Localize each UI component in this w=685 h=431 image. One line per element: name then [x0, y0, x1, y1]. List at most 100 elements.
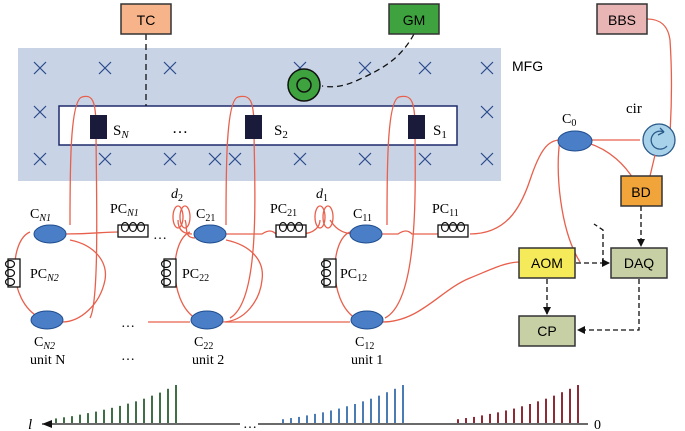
pc-11-label: PC11 [432, 202, 459, 219]
unit-n-label: unit N [30, 353, 65, 368]
bbs-box [596, 3, 648, 35]
field-cross [480, 105, 494, 119]
daq-to-cp [577, 279, 640, 334]
coupler-22-label: C22 [194, 335, 213, 352]
bd-label: BD [631, 184, 650, 200]
coupler-11-label: C11 [353, 207, 372, 224]
pc-coil-loop [448, 221, 458, 233]
couplers [30, 130, 593, 330]
coupler-12-label: C12 [355, 335, 374, 352]
coupler-n2-label: CN2 [34, 335, 55, 352]
pc-coil-loop [320, 277, 332, 287]
cp-label: CP [537, 323, 556, 339]
pc-coil-loop [294, 221, 304, 233]
pc-coil-loop [120, 221, 130, 233]
fiber-lower-2-right [221, 239, 263, 323]
cp-box [518, 315, 576, 347]
unit-1-label: unit 1 [351, 353, 383, 368]
coupler-n1-label: CN1 [30, 207, 51, 224]
unit-ellipsis: … [121, 349, 135, 364]
field-cross [98, 152, 112, 166]
pc-n1-label: PCN1 [110, 202, 139, 219]
fiber-loop-1 [384, 95, 416, 319]
delay-d2-label: d2 [171, 187, 183, 204]
signal-links [543, 206, 645, 334]
axis-ellipsis: … [243, 417, 257, 431]
field-cross [418, 152, 432, 166]
delay-coils [172, 205, 334, 229]
fiber-lower-1-to-aom [381, 261, 521, 323]
pulse-trains [55, 385, 579, 423]
bbs-label: BBS [608, 12, 636, 28]
field-cross [358, 61, 372, 75]
coupler-12 [350, 310, 384, 330]
axis-arrowhead-icon [42, 420, 52, 428]
field-cross [480, 61, 494, 75]
coupler-21-label: C21 [196, 207, 215, 224]
mfg-label: MFG [512, 58, 543, 74]
pc-coil-loop [128, 221, 138, 233]
pc-22-label: PC22 [182, 267, 209, 284]
gm-box [388, 3, 440, 35]
pc-coil-loop [4, 277, 16, 287]
coupler-0 [557, 130, 593, 152]
gm-probe-inner [296, 77, 312, 93]
pc-coil-loop [136, 221, 146, 233]
circulator-label: cir [626, 101, 642, 117]
aom-daq-branch [593, 223, 604, 263]
circulator-arrowhead-icon [657, 127, 665, 136]
sensor-ellipsis: … [172, 120, 188, 137]
sensor-n-label: SN [113, 123, 129, 141]
field-cross [98, 61, 112, 75]
field-cross [208, 152, 222, 166]
field-cross [418, 61, 432, 75]
pc-horizontal-coils [120, 221, 466, 233]
coupler-21 [193, 224, 227, 244]
pc-coil-loop [4, 259, 16, 269]
pc-21-label: PC21 [270, 202, 297, 219]
field-cross [33, 105, 47, 119]
pc-coil-loop [286, 221, 296, 233]
field-cross [33, 61, 47, 75]
fiber-c0-bd [587, 142, 635, 181]
bus-ellipsis-top: … [153, 228, 167, 243]
coupler-n1 [33, 224, 67, 244]
delay-coil-d2-b [179, 205, 191, 229]
aom-label: AOM [531, 255, 563, 271]
fiber-loop-2 [225, 95, 256, 319]
pc-coil-loop [278, 221, 288, 233]
gm-label: GM [403, 12, 426, 28]
circulator-arrow-icon [650, 130, 668, 150]
axis-label-left: l [28, 417, 32, 431]
fiber-d2-b [184, 219, 196, 239]
delay-d1-label: d1 [316, 187, 328, 204]
fiber-cir-bd [649, 154, 656, 177]
pc-coil-loop [160, 268, 172, 278]
coupler-11 [349, 224, 383, 244]
daq-box [610, 247, 668, 279]
delay-coil-d1-a [314, 205, 326, 229]
fiber-loop-n [69, 95, 98, 319]
field-cross [33, 152, 47, 166]
sensor-2-label: S2 [274, 123, 288, 141]
fiber-c0-aom [557, 139, 581, 263]
field-cross [163, 152, 177, 166]
pc-coil-loop [440, 221, 450, 233]
pc-12-label: PC12 [340, 267, 367, 284]
fiber-bus-1 [380, 230, 438, 235]
fiber-bus-n [64, 231, 119, 235]
fiber-d2-a [177, 219, 193, 235]
sensor-n-icon [90, 115, 107, 139]
delay-coil-d2-a [172, 205, 184, 229]
pc-coil-loop [160, 259, 172, 269]
tc-label: TC [137, 12, 156, 28]
coupler-n2 [30, 310, 64, 330]
delay-coil-d1-b [322, 205, 334, 229]
fiber-bus-2 [225, 230, 277, 235]
pc-n2-label: PCN2 [30, 267, 59, 284]
bus-ellipsis-bottom: … [121, 316, 135, 331]
field-cross [293, 152, 307, 166]
axis-label-right: 0 [594, 418, 601, 431]
sensor-1-label: S1 [433, 123, 447, 141]
